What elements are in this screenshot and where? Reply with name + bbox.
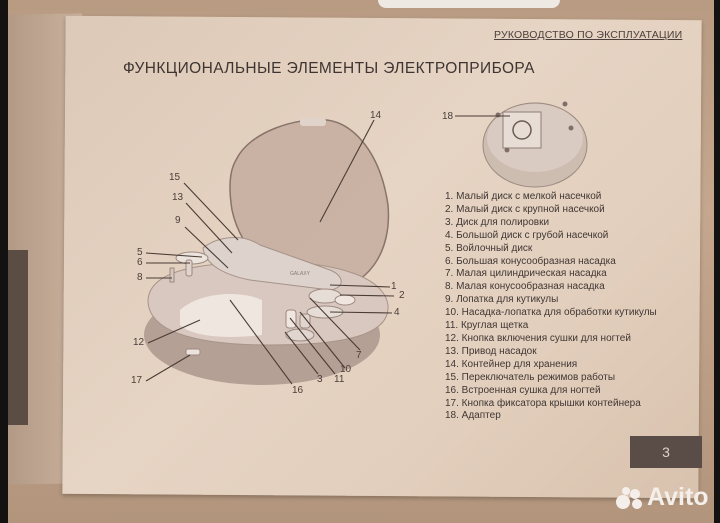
page-title: ФУНКЦИОНАЛЬНЫЕ ЭЛЕМЕНТЫ ЭЛЕКТРОПРИБОРА [123, 60, 535, 77]
letterbox-left [0, 0, 8, 523]
top-edge-tab [378, 0, 560, 8]
parts-list-item: 9. Лопатка для кутикулы [445, 294, 559, 306]
callout-6: 6 [137, 257, 143, 268]
callout-12: 12 [133, 337, 145, 348]
parts-list-item: 10. Насадка-лопатка для обработки кутику… [445, 307, 657, 319]
parts-list-item: 7. Малая цилиндрическая насадка [445, 268, 607, 280]
callout-16: 16 [292, 385, 304, 396]
parts-list-item: 18. Адаптер [445, 410, 501, 422]
avito-logo-icon [616, 486, 642, 509]
callout-17: 17 [131, 375, 143, 386]
parts-list-item: 6. Большая конусообразная насадка [445, 255, 616, 267]
adapter-illustration [482, 101, 588, 188]
parts-list-item: 3. Диск для полировки [445, 216, 550, 228]
callout-14: 14 [370, 110, 382, 121]
avito-watermark: Avito [615, 483, 709, 512]
callout-5: 5 [137, 247, 143, 258]
callout-7: 7 [356, 350, 362, 361]
parts-list-item: 14. Контейнер для хранения [445, 358, 578, 370]
callout-15: 15 [169, 172, 181, 183]
parts-list-item: 13. Привод насадок [445, 345, 537, 357]
parts-list-item: 16. Встроенная сушка для ногтей [445, 384, 601, 396]
page-number-badge: 3 [630, 436, 702, 468]
parts-list-item: 11. Круглая щетка [445, 320, 529, 332]
callout-18: 18 [442, 111, 454, 122]
parts-list-item: 2. Малый диск с крупной насечкой [445, 203, 605, 215]
callout-2: 2 [399, 290, 405, 301]
callout-8: 8 [137, 272, 143, 283]
callout-1: 1 [391, 281, 397, 292]
page-number: 3 [662, 444, 670, 460]
svg-text:GALAXY: GALAXY [290, 271, 311, 277]
parts-list-item: 17. Кнопка фиксатора крышки контейнера [445, 397, 641, 409]
parts-list-item: 15. Переключатель режимов работы [445, 371, 615, 383]
callout-13: 13 [172, 192, 184, 203]
parts-list-item: 5. Войлочный диск [445, 242, 533, 254]
letterbox-right [714, 0, 720, 523]
callout-9: 9 [175, 215, 181, 226]
callout-11: 11 [334, 374, 345, 385]
callout-10: 10 [340, 364, 352, 375]
callout-4: 4 [394, 307, 400, 318]
underlying-page-dark-edge [8, 250, 28, 425]
parts-list: 1. Малый диск с мелкой насечкой 2. Малый… [445, 191, 657, 423]
parts-list-item: 4. Большой диск с грубой насечкой [445, 229, 609, 241]
watermark-text: Avito [647, 483, 709, 511]
callout-3: 3 [317, 374, 323, 385]
running-head: РУКОВОДСТВО ПО ЭКСПЛУАТАЦИИ [494, 29, 683, 41]
parts-list-item: 12. Кнопка включения сушки для ногтей [445, 332, 631, 344]
parts-list-item: 1. Малый диск с мелкой насечкой [445, 191, 602, 202]
parts-list-item: 8. Малая конусообразная насадка [445, 281, 605, 293]
